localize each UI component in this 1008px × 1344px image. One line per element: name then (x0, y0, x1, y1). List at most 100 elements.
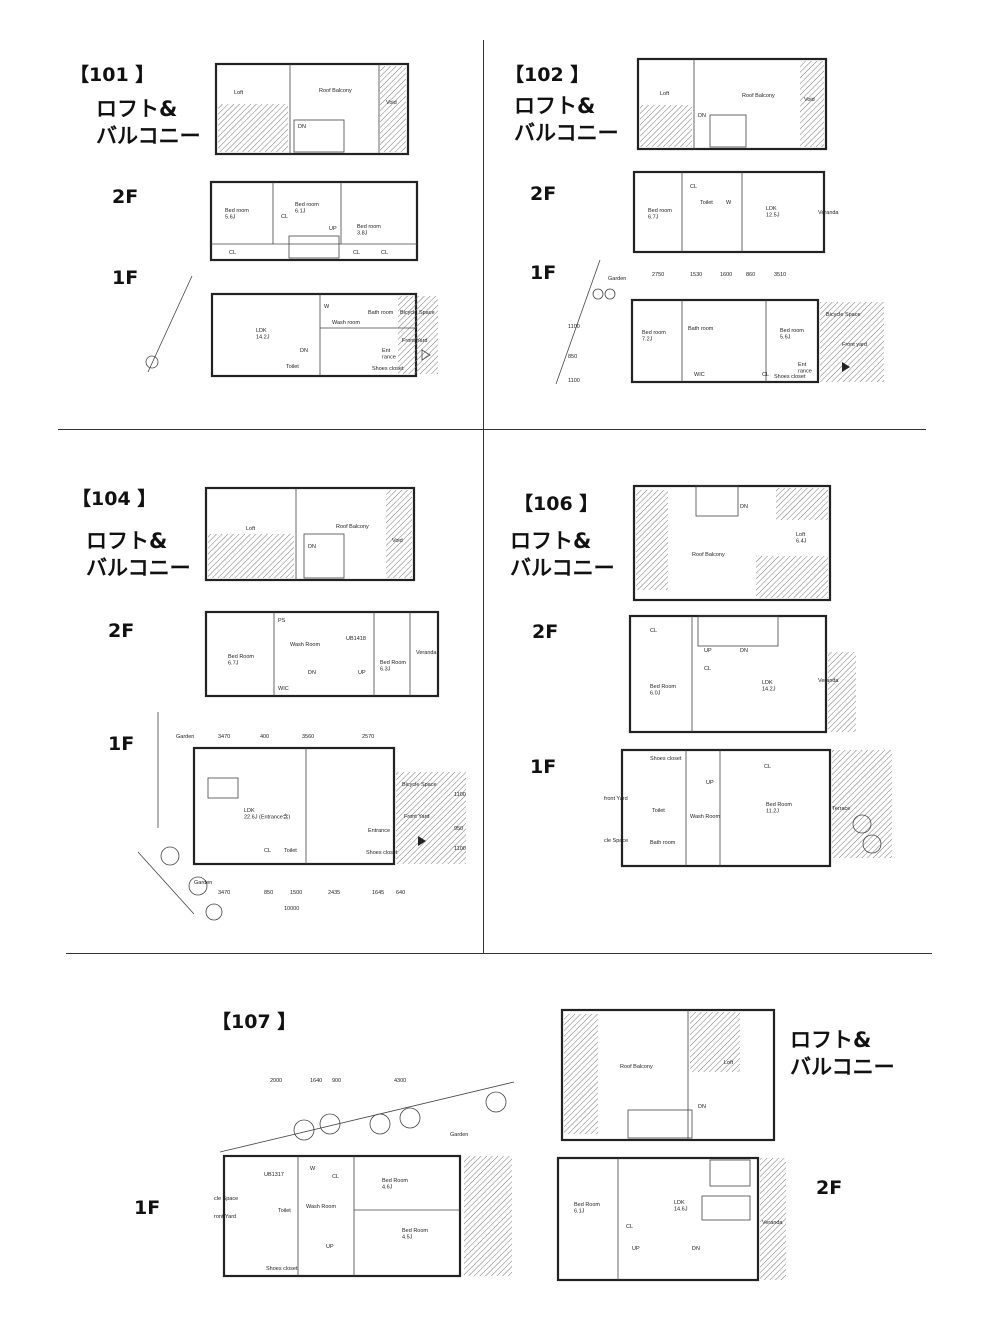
unit-106-1f-frontyard: front Yard (604, 796, 628, 802)
unit-104-1f-dim-top-1: 3470 (218, 734, 230, 740)
unit-107-loft-dn: DN (698, 1104, 706, 1110)
unit-107-2f-cl: CL (626, 1224, 633, 1230)
unit-104-1f-dim-top-2: 400 (260, 734, 269, 740)
unit-106-1f-room-terrace: Terrace (832, 806, 850, 812)
unit-101-loft-room-roof-balcony: Roof Balcony (319, 88, 352, 94)
unit-102-1f-dim-4: 860 (746, 272, 755, 278)
unit-104-1f-garden-bottom: Garden (194, 880, 212, 886)
unit-107-1f-room-cycle: cle Space (214, 1196, 238, 1202)
unit-104-1f-dim-top-3: 3560 (302, 734, 314, 740)
unit-102-loft-room-loft: Loft (660, 91, 670, 97)
unit-102-1f-room-bath: Bath room (688, 326, 714, 332)
unit-107-2f-up: UP (632, 1246, 640, 1252)
unit-102-1f-dim-5: 3510 (774, 272, 786, 278)
unit-104-2f-wic: WIC (278, 686, 289, 692)
unit-101-loft-plan: Loft Roof Balcony Void DN (214, 50, 410, 156)
unit-101-1f-room-frontyard: Front Yard (402, 338, 427, 344)
unit-106-2f-room-veranda: Veranda (818, 678, 839, 684)
unit-106-2f-label: 2F (532, 621, 559, 643)
unit-104-loft-room-void: Void (392, 538, 403, 544)
unit-107-1f-room-wash: Wash Room (306, 1204, 336, 1210)
unit-107-1f-up: UP (326, 1244, 334, 1250)
unit-107-1f-garden: Garden (450, 1132, 468, 1138)
unit-102-2f-label: 2F (530, 183, 557, 205)
unit-107-loft-label: ロフト& バルコニー (790, 1028, 895, 1079)
unit-104-1f-cl: CL (264, 848, 271, 854)
unit-104-1f-dim-bot-5: 1645 (372, 890, 384, 896)
unit-107-1f-cl: CL (332, 1174, 339, 1180)
unit-107-1f-dim-3: 900 (332, 1078, 341, 1084)
unit-107-1f-label: 1F (134, 1197, 161, 1219)
unit-106-2f-cl-1: CL (650, 628, 657, 634)
unit-107-1f-shoes: Shoes closet (266, 1266, 298, 1272)
unit-104-1f-dim-side-3: 1100 (454, 846, 466, 852)
unit-102-1f-dim-6: 1100 (568, 324, 580, 330)
unit-107-2f-dn: DN (692, 1246, 700, 1252)
vertical-divider-top (483, 40, 484, 954)
unit-107-1f-dim-2: 1640 (310, 1078, 322, 1084)
unit-106-1f-room-wash: Wash Room (690, 814, 720, 820)
unit-104-2f-label: 2F (108, 620, 135, 642)
unit-107-1f-room-toilet: Toilet (278, 1208, 291, 1214)
unit-106-loft-label: ロフト& バルコニー (510, 529, 615, 580)
unit-102-loft-room-dn: DN (698, 113, 706, 119)
unit-107-loft-plan: Roof Balcony Loft DN (560, 1006, 780, 1142)
unit-102-loft-room-roof-balcony: Roof Balcony (742, 93, 775, 99)
unit-102-2f-cl: CL (690, 184, 697, 190)
unit-107-2f-label: 2F (816, 1177, 843, 1199)
unit-107-1f-dim-4: 4300 (394, 1078, 406, 1084)
unit-101-1f-room-bicycle: Bicycle Space (400, 310, 435, 316)
unit-106-1f-label: 1F (530, 756, 557, 778)
unit-102-1f-room-frontyard: Front yard (842, 342, 867, 348)
unit-102-1f-dim-1: 2750 (652, 272, 664, 278)
unit-102-1f-room-bicycle: Bicycle Space (826, 312, 861, 318)
unit-104-label: 【104 】 (72, 488, 157, 510)
unit-101-2f-cl-3: CL (353, 250, 360, 256)
unit-104-1f-dim-bot-3: 1500 (290, 890, 302, 896)
unit-102-2f-w: W (726, 200, 732, 206)
unit-106-1f-room-cycle: cle Space (604, 838, 628, 844)
unit-104-1f-room-shoes: Shoes closet (366, 850, 398, 856)
unit-107-1f-dim-1: 2000 (270, 1078, 282, 1084)
unit-106-2f-cl-2: CL (704, 666, 711, 672)
unit-104-1f-room-frontyard: Front Yard (404, 814, 429, 820)
horizontal-divider-2 (66, 953, 932, 954)
unit-104-loft-plan: Loft Roof Balcony Void DN (204, 484, 418, 582)
unit-106-loft-room-roof-balcony: Roof Balcony (692, 552, 725, 558)
unit-101-loft-room-loft: Loft (234, 90, 244, 96)
unit-107-label: 【107 】 (212, 1011, 297, 1033)
unit-102-1f-shoes: Shoes closet (774, 374, 806, 380)
unit-104-loft-room-dn: DN (308, 544, 316, 550)
unit-101-1f-room-wash: Wash room (332, 320, 360, 326)
unit-104-1f-room-toilet: Toilet (284, 848, 297, 854)
unit-106-1f-room-bath: Bath room (650, 840, 676, 846)
unit-104-1f-dim-bot-4: 2435 (328, 890, 340, 896)
unit-106-1f-cl: CL (764, 764, 771, 770)
unit-101-2f-cl-1: CL (281, 214, 288, 220)
unit-104-1f-room-entrance: Entrance (368, 828, 390, 834)
unit-104-2f-room-ub: UB1418 (346, 636, 366, 642)
unit-106-2f-dn: DN (740, 648, 748, 654)
unit-102-loft-room-void: Void (804, 97, 815, 103)
unit-104-1f-garden-top: Garden (176, 734, 194, 740)
